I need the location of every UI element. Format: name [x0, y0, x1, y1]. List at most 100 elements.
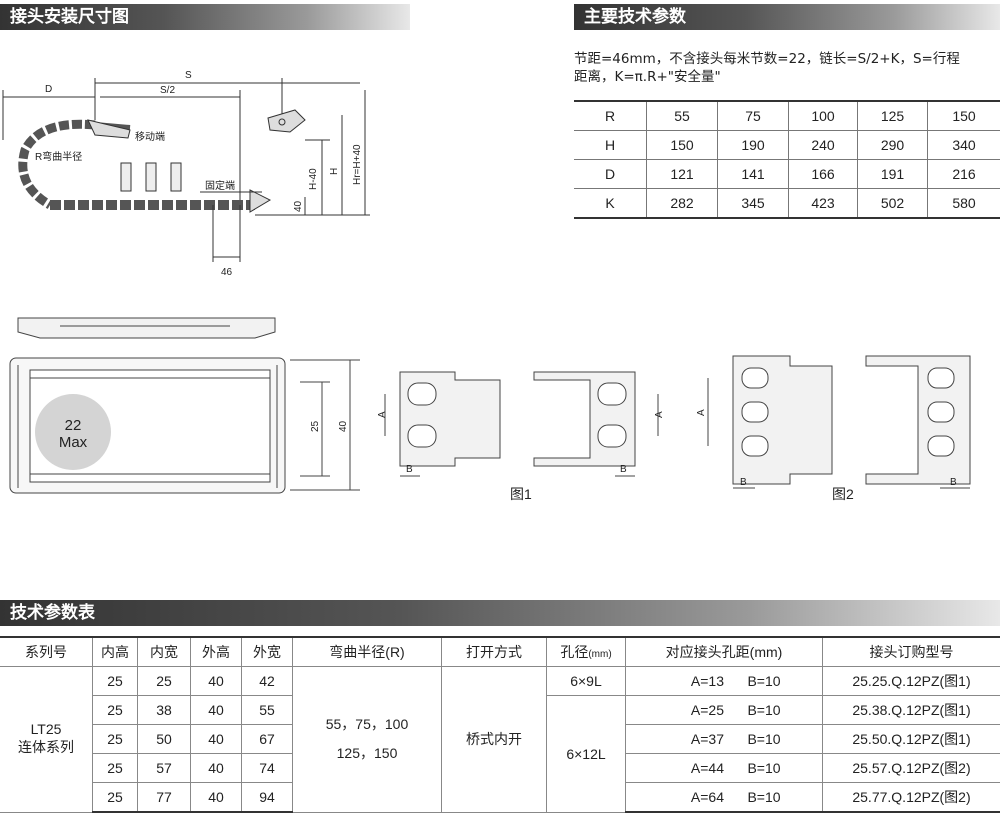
cell-outer-width: 55	[241, 695, 293, 725]
spacing-b: B=10	[747, 760, 781, 776]
cell-inner-height: 25	[92, 782, 138, 813]
figure-1-dims	[384, 394, 659, 477]
spec-cell: 340	[927, 130, 1000, 160]
spec-cell: 166	[788, 159, 858, 189]
dim-40-label: 40	[293, 200, 304, 212]
cell-inner-width: 57	[137, 753, 191, 783]
dim-46-label: 46	[221, 267, 233, 278]
col-bend-radius: 弯曲半径(R)	[292, 636, 442, 667]
col-inner-height: 内高	[92, 636, 138, 667]
spec-cell: 150	[646, 130, 718, 160]
radius-line-1: 55，75，100	[325, 716, 409, 733]
spec-cell: 423	[788, 188, 858, 218]
installation-drawing	[2, 78, 370, 262]
model-cell: 25.50.Q.12PZ(图1)	[822, 724, 1000, 754]
dim-s-label: S	[185, 70, 192, 81]
main-params-header: 主要技术参数	[574, 4, 1000, 30]
max-number: 22	[65, 417, 82, 434]
series-name: LT25	[30, 721, 62, 738]
spec-cell: 240	[788, 130, 858, 160]
cell-inner-width: 50	[137, 724, 191, 754]
spec-cell: 216	[927, 159, 1000, 189]
spacing-a: A=37	[690, 731, 724, 747]
open-mode-cell: 桥式内开	[441, 666, 547, 813]
figure-1-drawing	[399, 371, 636, 467]
dim-40b-label: 40	[338, 420, 349, 432]
radius-cell: 55，75，100 125，150	[292, 666, 442, 813]
spec-cell: 75	[717, 101, 789, 131]
tech-params-table: 系列号 内高 内宽 外高 外宽 弯曲半径(R) 打开方式 孔径(mm) 对应接头…	[0, 636, 1000, 813]
fig1-dim-b-left: B	[406, 464, 413, 475]
cell-outer-height: 40	[190, 753, 242, 783]
spec-cell: 121	[646, 159, 718, 189]
col-outer-height: 外高	[190, 636, 242, 667]
cell-outer-height: 40	[190, 724, 242, 754]
install-dimensions-header: 接头安装尺寸图	[0, 4, 410, 30]
dim-h40-label: H-40	[308, 168, 319, 190]
cell-outer-width: 74	[241, 753, 293, 783]
cell-inner-width: 25	[137, 666, 191, 696]
col-outer-width: 外宽	[241, 636, 293, 667]
bend-radius-label: R弯曲半径	[35, 150, 82, 163]
radius-line-2: 125，150	[336, 745, 398, 762]
fixed-end-label: 固定端	[205, 179, 235, 192]
max-label: Max	[59, 434, 88, 451]
cell-inner-height: 25	[92, 724, 138, 754]
spec-cell: 345	[717, 188, 789, 218]
series-sub: 连体系列	[18, 739, 74, 756]
cell-outer-height: 40	[190, 666, 242, 696]
max-circle	[35, 394, 111, 470]
model-cell: 25.77.Q.12PZ(图2)	[822, 782, 1000, 813]
spec-cell: 191	[857, 159, 928, 189]
spec-row-k: K 282 345 423 502 580	[574, 188, 1000, 218]
spec-cell: 282	[646, 188, 718, 218]
spec-cell: 502	[857, 188, 928, 218]
col-inner-width: 内宽	[137, 636, 191, 667]
series-cell: LT25 连体系列	[0, 666, 93, 813]
model-cell: 25.25.Q.12PZ(图1)	[822, 666, 1000, 696]
description-line-2: 距离，K=π.R+"安全量"	[574, 69, 721, 85]
model-cell: 25.38.Q.12PZ(图1)	[822, 695, 1000, 725]
figure-2-label: 图2	[832, 486, 854, 502]
dim-d-label: D	[45, 84, 52, 95]
cell-inner-height: 25	[92, 666, 138, 696]
figure-1-label: 图1	[510, 486, 532, 502]
params-description: 节距=46mm，不含接头每米节数=22，链长=S/2+K，S=行程 距离，K=π…	[574, 50, 1000, 86]
hole-cell-b: 6×12L	[546, 695, 626, 813]
spacing-a: A=64	[690, 789, 724, 805]
spacing-b: B=10	[747, 731, 781, 747]
model-cell: 25.57.Q.12PZ(图2)	[822, 753, 1000, 783]
spec-cell: K	[605, 195, 615, 211]
fig2-dim-b-right: B	[950, 477, 957, 488]
spec-cell: 290	[857, 130, 928, 160]
fig2-dim-a: A	[696, 409, 707, 416]
cell-inner-width: 77	[137, 782, 191, 813]
spec-cell: 580	[927, 188, 1000, 218]
hole-unit-label: (mm)	[588, 649, 612, 660]
spacing-a: A=13	[690, 673, 724, 689]
dim-25-label: 25	[310, 420, 321, 432]
spec-row-d: D 121 141 166 191 216	[574, 159, 1000, 189]
fig2-dim-b-left: B	[740, 477, 747, 488]
spec-cell: H	[604, 137, 616, 153]
spec-row-r: R 55 75 100 125 150	[574, 101, 1000, 131]
spec-cell: 150	[927, 101, 1000, 131]
cell-outer-width: 94	[241, 782, 293, 813]
table-row: LT25 连体系列 25 25 40 42 55，75，100 125，150 …	[0, 666, 1000, 813]
fig1-dim-a-right: A	[654, 411, 665, 418]
cell-outer-height: 40	[190, 782, 242, 813]
spacing-a: A=25	[690, 702, 724, 718]
hole-cell-a: 6×9L	[546, 666, 626, 696]
technical-drawings: D S S/2 移动端 R弯曲半径 固定端 H-40 H Hr=H+40 40 …	[2, 70, 971, 502]
col-hole-diameter: 孔径(mm)	[546, 636, 626, 667]
spec-cell: D	[604, 166, 616, 182]
spacing-cell: A=37 B=10	[625, 724, 823, 754]
